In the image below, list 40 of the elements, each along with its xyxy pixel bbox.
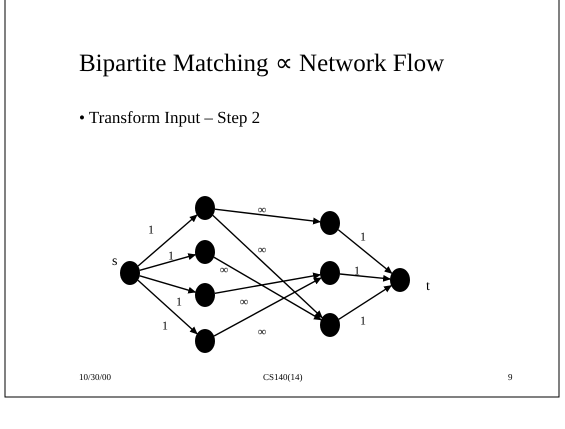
- node-dot: [195, 240, 215, 264]
- edge-label: ∞: [240, 294, 248, 310]
- node-dot: [390, 268, 410, 292]
- footer-course: CS140(14): [263, 372, 303, 382]
- arrow: [214, 256, 322, 320]
- arrow: [138, 280, 198, 334]
- arrow: [140, 275, 196, 294]
- node-dot: [195, 283, 215, 307]
- node-dot: [320, 211, 340, 235]
- edge-label: 1: [148, 222, 154, 238]
- node-dot: [195, 329, 215, 353]
- edge-label: 1: [360, 230, 366, 244]
- arrow: [214, 272, 322, 294]
- arrow: [212, 214, 323, 318]
- node-dot: [320, 261, 340, 285]
- arrow: [138, 214, 198, 266]
- node-label: t: [426, 279, 430, 295]
- edge-label: 1: [354, 264, 360, 278]
- arrow: [214, 208, 322, 224]
- arrow: [338, 285, 392, 320]
- edge-label: 1: [168, 248, 174, 264]
- node-label: s: [112, 254, 118, 270]
- arrow: [340, 273, 392, 282]
- footer-date: 10/30/00: [79, 372, 112, 382]
- slide-title: Bipartite Matching ∝ Network Flow: [79, 49, 444, 78]
- edge-label: ∞: [258, 242, 266, 258]
- arrow: [214, 277, 322, 337]
- bullet-text: • Transform Input – Step 2: [79, 108, 260, 128]
- arrow: [338, 229, 392, 274]
- node-dot: [320, 313, 340, 337]
- edge-label: ∞: [258, 202, 266, 218]
- node-dot: [120, 261, 140, 285]
- node-dot: [195, 196, 215, 220]
- edge-label: ∞: [220, 262, 228, 278]
- edge-label: ∞: [258, 324, 266, 340]
- edge-label: 1: [176, 294, 182, 310]
- edge-label: 1: [162, 318, 168, 334]
- arrow: [140, 253, 196, 271]
- edge-label: 1: [360, 314, 366, 328]
- page-number: 9: [508, 372, 512, 382]
